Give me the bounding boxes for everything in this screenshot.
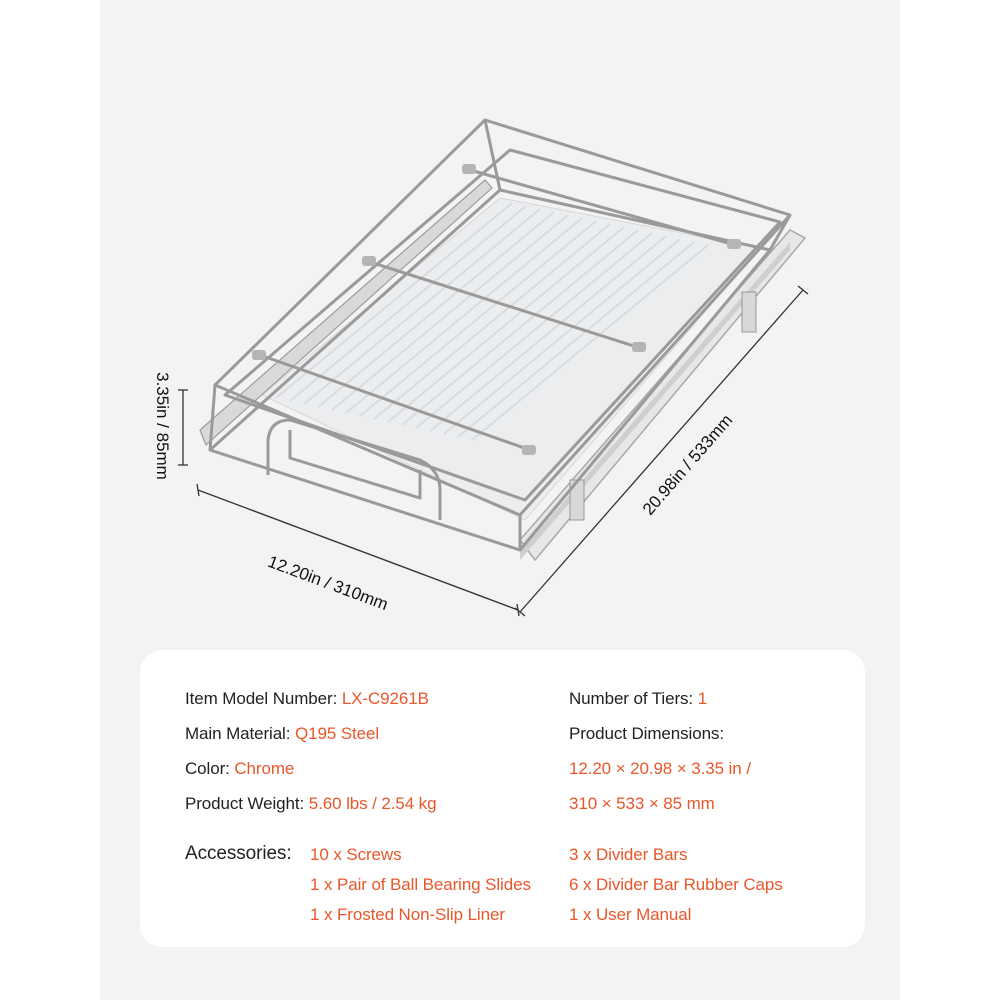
product-weight-value: 5.60 lbs / 2.54 kg [308,794,437,813]
pull-out-basket-illustration [178,118,809,617]
wire-frame [208,118,792,552]
divider-rubber-caps [252,164,741,455]
accessories-label: Accessories: [185,843,292,864]
color-label: Color: [185,759,230,778]
model-number-spec: Item Model Number: LX-C9261B [185,689,429,709]
color-value: Chrome [234,759,295,778]
dimension-lines [178,285,809,617]
product-weight-label: Product Weight: [185,794,305,813]
accessory-item: 1 x Pair of Ball Bearing Slides [310,875,531,894]
accessory-item: 1 x Frosted Non-Slip Liner [310,905,505,924]
main-material-label: Main Material: [185,724,291,743]
model-number-value: LX-C9261B [341,689,429,708]
left-slide-rail [199,179,493,447]
color-spec: Color: Chrome [185,759,294,779]
accessory-item: 3 x Divider Bars [569,845,688,864]
height-dimension-label: 3.35in / 85mm [153,372,172,480]
accessory-item: 10 x Screws [310,845,402,864]
product-dimensions-label: Product Dimensions: [569,724,724,743]
accessory-item: 1 x User Manual [569,905,692,924]
number-of-tiers-value: 1 [697,689,708,708]
product-dimensions-mm: 310 × 533 × 85 mm [569,794,715,813]
model-number-label: Item Model Number: [185,689,338,708]
main-material-spec: Main Material: Q195 Steel [185,724,379,744]
rail-bracket [741,291,757,333]
number-of-tiers-label: Number of Tiers: [569,689,694,708]
product-dimensions-inches: 12.20 × 20.98 × 3.35 in / [569,759,751,778]
number-of-tiers-spec: Number of Tiers: 1 [569,689,707,709]
main-material-value: Q195 Steel [294,724,380,743]
liner-ribs [275,202,709,441]
accessory-item: 6 x Divider Bar Rubber Caps [569,875,783,894]
product-weight-spec: Product Weight: 5.60 lbs / 2.54 kg [185,794,437,814]
specifications-card [140,650,865,947]
